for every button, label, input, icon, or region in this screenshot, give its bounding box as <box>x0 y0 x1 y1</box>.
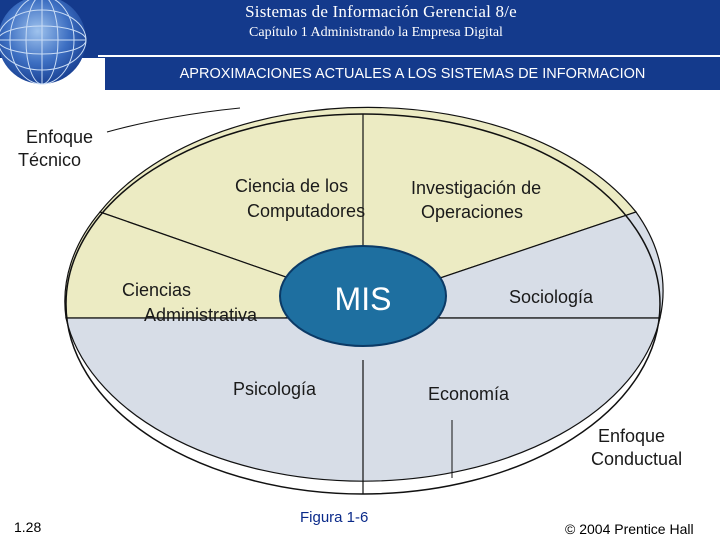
figure-caption: Figura 1-6 <box>300 509 369 526</box>
segment-computer-operations <box>99 106 638 305</box>
header-bar <box>0 0 720 58</box>
computer-science-label-line1: Ciencia de los <box>235 176 349 196</box>
behavioral-approach-label-line2: Conductual <box>591 449 683 469</box>
behavioral-approach-label-line1: Enfoque <box>598 426 666 446</box>
psychology-label: Psicología <box>233 379 317 399</box>
header-divider <box>98 55 720 57</box>
mis-center-label: MIS <box>335 281 392 317</box>
section-banner: APROXIMACIONES ACTUALES A LOS SISTEMAS D… <box>105 58 720 90</box>
operations-research-label-line1: Investigación de <box>411 178 542 198</box>
economics-label: Economía <box>428 384 510 404</box>
management-science-label-line1: Ciencias <box>122 280 192 300</box>
presentation-title: Sistemas de Información Gerencial 8/e <box>245 2 517 21</box>
technical-approach-label-line2: Técnico <box>18 150 82 170</box>
copyright-notice: © 2004 Prentice Hall <box>565 521 694 537</box>
mis-center-circle <box>279 245 447 347</box>
operations-research-label-line2: Operaciones <box>421 202 524 222</box>
technical-pointer-line <box>106 107 241 133</box>
computer-science-label-line2: Computadores <box>247 201 366 221</box>
management-science-label-line2: Administrativa <box>144 305 258 325</box>
globe-logo-icon <box>0 0 87 85</box>
chapter-subtitle: Capítulo 1 Administrando la Empresa Digi… <box>249 25 503 40</box>
slide-number: 1.28 <box>14 519 42 535</box>
technical-approach-label-line1: Enfoque <box>26 127 94 147</box>
sociology-label: Sociología <box>509 287 594 307</box>
